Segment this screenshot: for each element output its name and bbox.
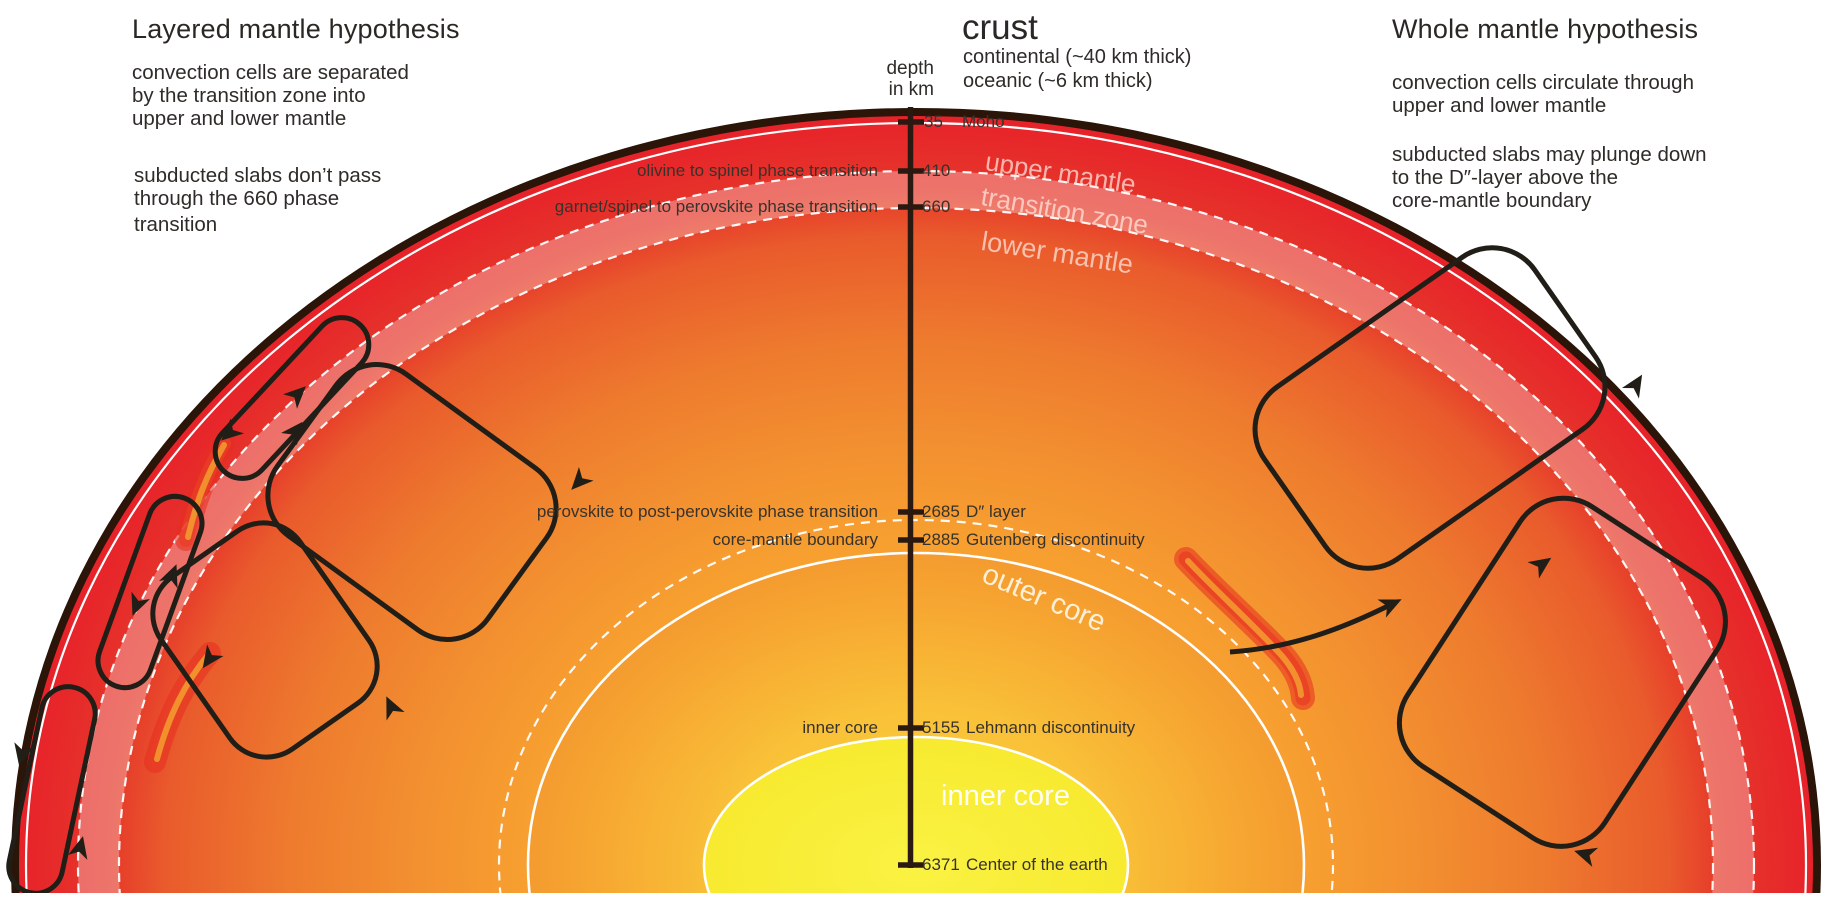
inner-core-label: inner core	[941, 780, 1070, 812]
tick-right-label: Gutenberg discontinuity	[966, 530, 1145, 549]
tick-value: 660	[922, 197, 951, 216]
convection-cells	[6, 245, 1728, 893]
d-double-prime-line	[498, 519, 1334, 893]
text-line: subducted slabs don’t pass	[134, 164, 382, 187]
crust-title: crust	[962, 8, 1038, 47]
left-hypothesis-title: Layered mantle hypothesis	[132, 14, 460, 44]
tick-row-6371: 6371 Center of the earth	[0, 854, 1838, 876]
text-line: subducted slabs may plunge down	[1392, 143, 1707, 166]
text-line: by the transition zone into	[132, 84, 366, 107]
tick-value: 410	[922, 161, 951, 180]
tick-right-label: D″ layer	[966, 502, 1026, 521]
text-line: in km	[888, 79, 934, 100]
tick-value: 2885	[922, 530, 960, 549]
mantle-body	[19, 116, 1813, 893]
plume-flow-line	[1229, 601, 1394, 655]
crust-continental-note: continental (~40 km thick)	[963, 46, 1192, 68]
left-hypothesis-paragraph-1: convection cells are separated by the tr…	[132, 61, 409, 130]
right-hypothesis-paragraph-2: subducted slabs may plunge down to the D…	[1392, 143, 1707, 212]
upper-mantle-loop-3	[6, 684, 98, 893]
text-line: transition	[134, 213, 218, 236]
text-line: convection cells circulate through	[1392, 71, 1694, 94]
tick-value: 5155	[922, 718, 960, 737]
subducted-slab-left-lower	[144, 642, 221, 773]
tick-right-label: Lehmann discontinuity	[966, 718, 1136, 737]
whole-mantle-loop-2	[1396, 495, 1728, 849]
tick-value: 6371	[922, 855, 960, 874]
tick-left-label: core-mantle boundary	[712, 530, 878, 549]
tick-left-label: perovskite to post-perovskite phase tran…	[536, 502, 878, 521]
tick-left-label: inner core	[802, 718, 878, 737]
text-line: upper and lower mantle	[1392, 94, 1607, 117]
text-line: core-mantle boundary	[1392, 189, 1592, 212]
flow-arrowheads	[14, 374, 1643, 867]
tick-row-410: olivine to spinel phase transition 410	[0, 160, 1838, 182]
tick-left-label: garnet/spinel to perovskite phase transi…	[554, 197, 878, 216]
lower-mantle-loop-1	[265, 362, 559, 642]
text-line: depth	[886, 58, 934, 79]
tick-right-label: Center of the earth	[966, 855, 1108, 874]
crust-oceanic-note: oceanic (~6 km thick)	[963, 70, 1153, 92]
text-line: convection cells are separated	[132, 61, 409, 84]
tick-row-35: 35 Moho	[0, 111, 1838, 133]
tick-left-label: olivine to spinel phase transition	[637, 161, 878, 180]
discontinuity-660-line	[118, 207, 1714, 893]
tick-row-2885: core-mantle boundary 2885 Gutenberg disc…	[0, 529, 1838, 551]
upper-mantle-loop-2	[95, 493, 205, 691]
tick-value: 2685	[922, 502, 960, 521]
depth-axis	[898, 107, 924, 868]
left-hypothesis-paragraph-2: subducted slabs don’t pass through the 6…	[134, 164, 381, 236]
whole-mantle-loop-1	[1252, 245, 1608, 571]
right-hypothesis-paragraph-1: convection cells circulate through upper…	[1392, 71, 1694, 117]
inner-core-body	[702, 735, 1130, 893]
outer-core-body	[526, 551, 1306, 893]
text-line: to the D″-layer above the	[1392, 166, 1619, 189]
depth-axis-label: depth in km	[836, 58, 934, 100]
right-hypothesis-title: Whole mantle hypothesis	[1392, 14, 1699, 44]
tick-row-660: garnet/spinel to perovskite phase transi…	[0, 196, 1838, 218]
text-line: upper and lower mantle	[132, 107, 347, 130]
tick-value: 35	[924, 112, 943, 131]
lower-mantle-loop-2	[150, 520, 380, 760]
tick-row-5155: inner core 5155 Lehmann discontinuity	[0, 717, 1838, 739]
tick-right-label: Moho	[962, 112, 1005, 131]
text-line: through the 660 phase	[134, 187, 340, 210]
subducted-slab-left-upper	[175, 432, 235, 551]
tick-row-2685: perovskite to post-perovskite phase tran…	[0, 501, 1838, 523]
